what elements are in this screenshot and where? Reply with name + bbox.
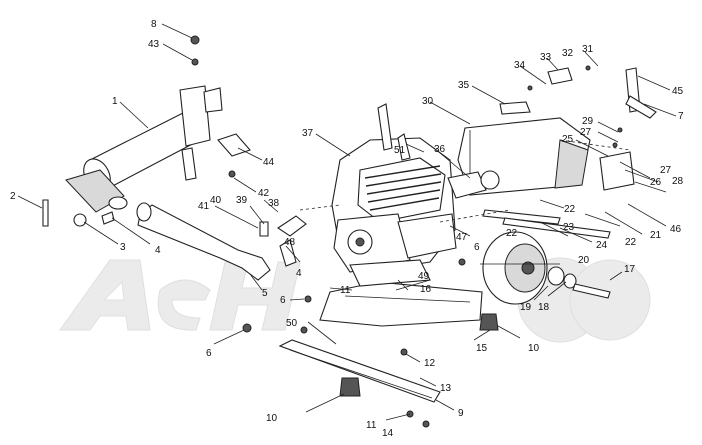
callout-9: 9 bbox=[458, 408, 464, 419]
callout-27b: 27 bbox=[660, 165, 672, 176]
callout-23: 23 bbox=[563, 222, 575, 233]
callout-2: 2 bbox=[10, 191, 16, 202]
callout-30: 30 bbox=[422, 96, 434, 107]
support-bracket bbox=[278, 339, 441, 403]
callout-11b: 11 bbox=[366, 420, 377, 431]
callout-4a: 4 bbox=[155, 245, 161, 256]
callout-10b: 10 bbox=[266, 413, 278, 424]
callout-6c: 6 bbox=[474, 242, 480, 253]
callout-26: 26 bbox=[650, 177, 662, 188]
callout-labels: 8 43 1 2 3 4 4 5 6 6 6 44 42 38 41 40 39… bbox=[10, 19, 684, 439]
callout-7: 7 bbox=[678, 111, 684, 122]
engine-block bbox=[331, 103, 500, 273]
callout-21: 21 bbox=[650, 230, 662, 241]
callout-18: 18 bbox=[538, 302, 550, 313]
callout-25: 25 bbox=[562, 134, 574, 145]
callout-39: 39 bbox=[236, 195, 248, 206]
callout-44: 44 bbox=[263, 157, 275, 168]
callout-20: 20 bbox=[578, 255, 590, 266]
callout-40: 40 bbox=[210, 195, 222, 206]
callout-35: 35 bbox=[458, 80, 470, 91]
callout-50: 50 bbox=[286, 318, 298, 329]
callout-27a: 27 bbox=[580, 127, 592, 138]
callout-5: 5 bbox=[262, 288, 268, 299]
callout-49: 49 bbox=[418, 271, 430, 282]
misc-brackets bbox=[217, 67, 657, 239]
callout-32: 32 bbox=[562, 48, 574, 59]
callout-37: 37 bbox=[302, 128, 314, 139]
magneto-housing bbox=[482, 231, 611, 305]
leader-lines bbox=[17, 23, 677, 421]
rubber-mount bbox=[339, 313, 499, 397]
callout-8: 8 bbox=[151, 19, 157, 30]
callout-48: 48 bbox=[284, 237, 296, 248]
callout-38: 38 bbox=[268, 198, 280, 209]
callout-36: 36 bbox=[434, 144, 446, 155]
callout-34: 34 bbox=[514, 60, 526, 71]
callout-6a: 6 bbox=[280, 295, 286, 306]
callout-41: 41 bbox=[198, 201, 210, 212]
callout-6b: 6 bbox=[206, 348, 212, 359]
callout-47: 47 bbox=[456, 232, 468, 243]
callout-1: 1 bbox=[112, 96, 118, 107]
muffler bbox=[65, 85, 223, 213]
callout-12: 12 bbox=[424, 358, 436, 369]
callout-33: 33 bbox=[540, 52, 552, 63]
callout-28: 28 bbox=[672, 176, 684, 187]
callout-11a: 11 bbox=[340, 285, 351, 296]
callout-24: 24 bbox=[596, 240, 608, 251]
callout-19: 19 bbox=[520, 302, 532, 313]
callout-22a: 22 bbox=[564, 204, 576, 215]
callout-17: 17 bbox=[624, 264, 636, 275]
callout-16: 16 bbox=[420, 284, 432, 295]
engine-mount-plate bbox=[319, 259, 483, 327]
callout-3: 3 bbox=[120, 242, 126, 253]
callout-31: 31 bbox=[582, 44, 594, 55]
callout-29: 29 bbox=[582, 116, 594, 127]
callout-42: 42 bbox=[258, 188, 270, 199]
callout-10a: 10 bbox=[528, 343, 540, 354]
callout-13: 13 bbox=[440, 383, 452, 394]
callout-43: 43 bbox=[148, 39, 160, 50]
hardware-fasteners bbox=[42, 35, 631, 428]
callout-4b: 4 bbox=[296, 268, 302, 279]
callout-22b: 22 bbox=[506, 228, 518, 239]
callout-22c: 22 bbox=[625, 237, 637, 248]
callout-51: 51 bbox=[394, 145, 406, 156]
callout-46: 46 bbox=[670, 224, 682, 235]
callout-45: 45 bbox=[672, 86, 684, 97]
callout-14: 14 bbox=[382, 428, 394, 439]
callout-15: 15 bbox=[476, 343, 488, 354]
exhaust-pipe bbox=[136, 202, 271, 281]
